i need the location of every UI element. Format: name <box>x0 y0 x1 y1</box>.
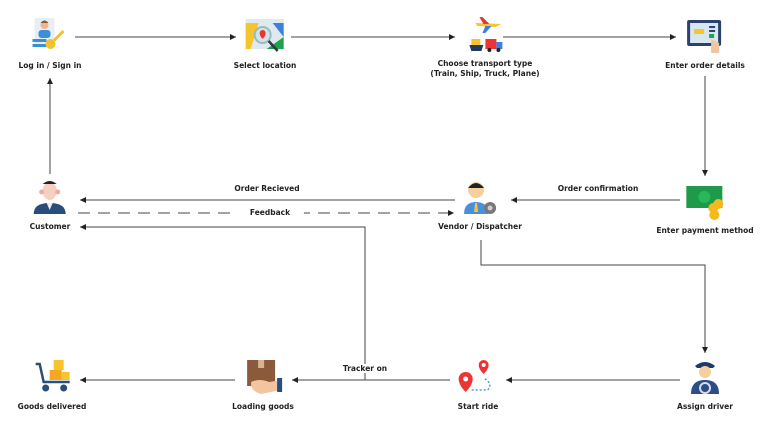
node-payment: Enter payment method <box>656 182 754 236</box>
node-select-location: Select location <box>233 17 297 71</box>
node-label: Assign driver <box>677 402 733 411</box>
node-start-ride: Start ride <box>457 358 499 412</box>
node-label: Enter order details <box>665 61 745 70</box>
node-driver: Assign driver <box>677 358 733 412</box>
box-hand-icon <box>246 360 282 394</box>
node-delivered: Goods delivered <box>17 358 87 412</box>
node-label: Enter payment method <box>656 226 754 235</box>
user-key-icon <box>32 18 65 49</box>
edge-label-tracker-on: Tracker on <box>339 364 391 373</box>
node-vendor: Vendor / Dispatcher <box>438 178 522 232</box>
edge-label-feedback: Feedback <box>235 208 305 217</box>
node-label: Log in / Sign in <box>18 61 82 70</box>
node-label: Select location <box>233 61 297 70</box>
customer-avatar-icon <box>34 181 66 214</box>
arrow-tracker-to-customer <box>80 224 366 380</box>
map-search-icon <box>245 19 284 52</box>
edge-label-order-confirmation: Order confirmation <box>554 184 642 193</box>
transport-vehicles-icon <box>468 17 502 52</box>
node-label: Goods delivered <box>17 402 87 411</box>
node-label: Start ride <box>457 402 499 411</box>
node-label: Vendor / Dispatcher <box>438 222 522 231</box>
label-line-2: (Train, Ship, Truck, Plane) <box>430 69 540 78</box>
edge-label-order-received: Order Recieved <box>231 184 303 193</box>
driver-icon <box>691 362 719 394</box>
route-pins-icon <box>458 360 491 392</box>
money-coins-icon <box>685 186 723 220</box>
hand-truck-boxes-icon <box>35 360 70 392</box>
node-transport: Choose transport type(Train, Ship, Truck… <box>430 15 540 79</box>
node-order-details: Enter order details <box>665 17 745 71</box>
label-line-1: Choose transport type <box>437 59 533 68</box>
node-label: Customer <box>29 222 71 231</box>
tablet-order-icon <box>687 20 721 53</box>
node-label: Choose transport type(Train, Ship, Truck… <box>430 59 539 79</box>
node-customer: Customer <box>29 178 71 232</box>
node-loading: Loading goods <box>232 358 294 412</box>
node-login: Log in / Sign in <box>19 17 82 71</box>
dispatcher-gear-icon <box>463 182 496 214</box>
arrow-vendor-to-driver <box>480 240 708 353</box>
node-label: Loading goods <box>232 402 294 411</box>
